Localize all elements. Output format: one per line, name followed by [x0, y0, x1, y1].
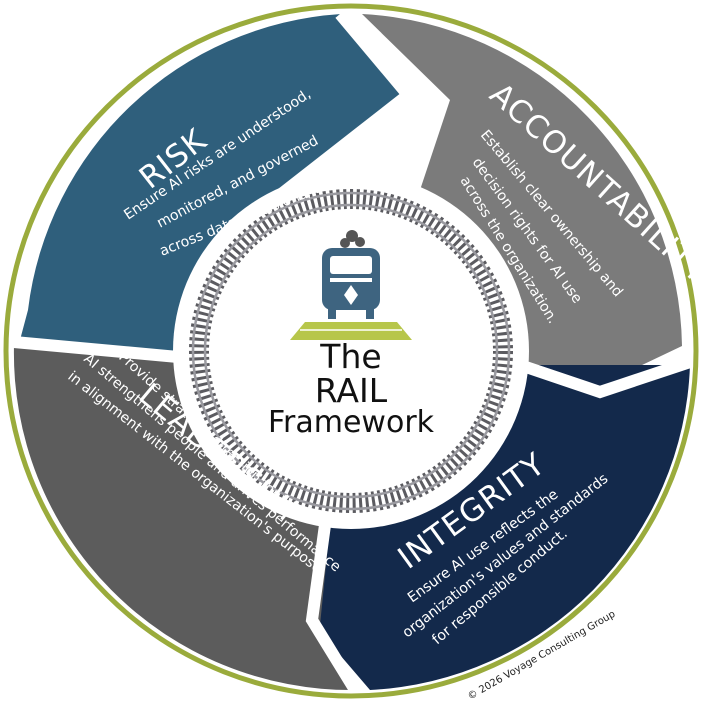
center-title-line-1: The: [319, 337, 381, 376]
center-title-line-3: Framework: [268, 405, 435, 440]
center-title-line-2: RAIL: [315, 371, 388, 410]
segment-integrity: [310, 365, 690, 690]
inner-disc: [173, 173, 529, 529]
segment-leadership: [13, 345, 355, 691]
segment-risk: [20, 14, 405, 355]
segment-separators: [13, 10, 692, 694]
railroad-track-icon: [189, 189, 513, 513]
segment-accountability: [362, 14, 682, 385]
train-icon: [290, 230, 412, 340]
